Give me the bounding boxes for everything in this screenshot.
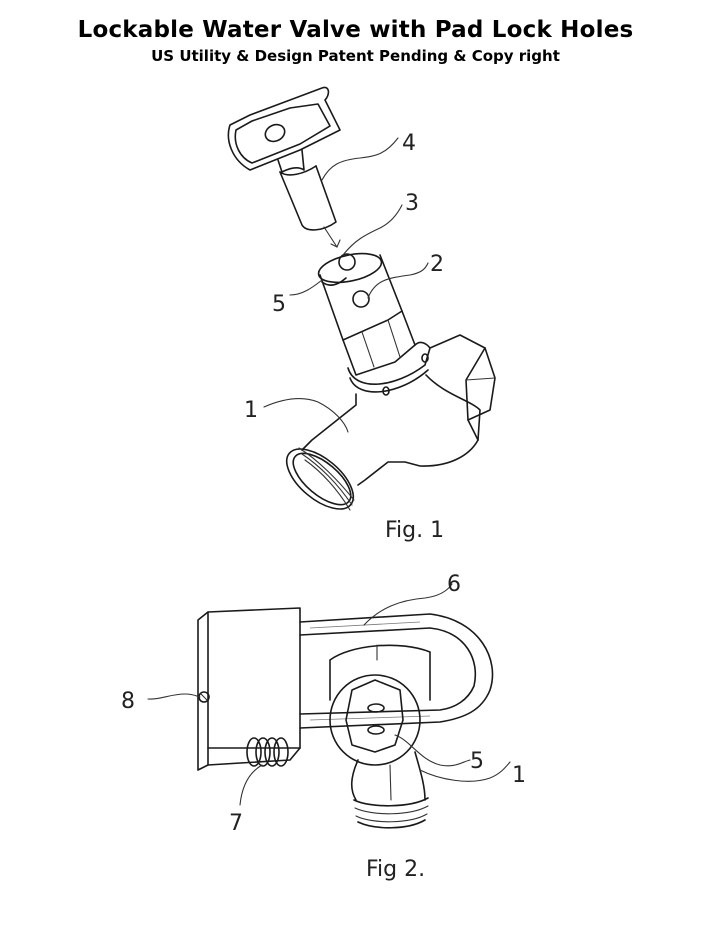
padlock-shackle bbox=[299, 613, 494, 729]
label-1: 1 bbox=[244, 398, 258, 423]
label-5: 5 bbox=[272, 292, 286, 317]
valve-stem bbox=[317, 252, 431, 396]
page-subtitle: US Utility & Design Patent Pending & Cop… bbox=[151, 47, 560, 65]
label-6: 6 bbox=[447, 572, 461, 597]
fig2-caption: Fig 2. bbox=[366, 857, 425, 882]
label-3: 3 bbox=[405, 191, 419, 216]
label-7: 7 bbox=[229, 811, 243, 836]
label-2: 2 bbox=[430, 252, 444, 277]
label-1: 1 bbox=[512, 763, 526, 788]
label-4: 4 bbox=[402, 131, 416, 156]
figure-2: 6 8 5 1 7 Fig 2. bbox=[121, 572, 526, 882]
valve-top-view bbox=[329, 644, 431, 829]
figure-1: 4 3 2 5 1 Fig. 1 bbox=[227, 86, 496, 543]
padlock-body bbox=[197, 607, 301, 771]
label-5: 5 bbox=[470, 749, 484, 774]
fig1-caption: Fig. 1 bbox=[385, 518, 444, 543]
key-illustration bbox=[227, 86, 399, 248]
valve-body bbox=[263, 334, 496, 511]
label-8: 8 bbox=[121, 689, 135, 714]
page-title: Lockable Water Valve with Pad Lock Holes bbox=[77, 17, 634, 43]
